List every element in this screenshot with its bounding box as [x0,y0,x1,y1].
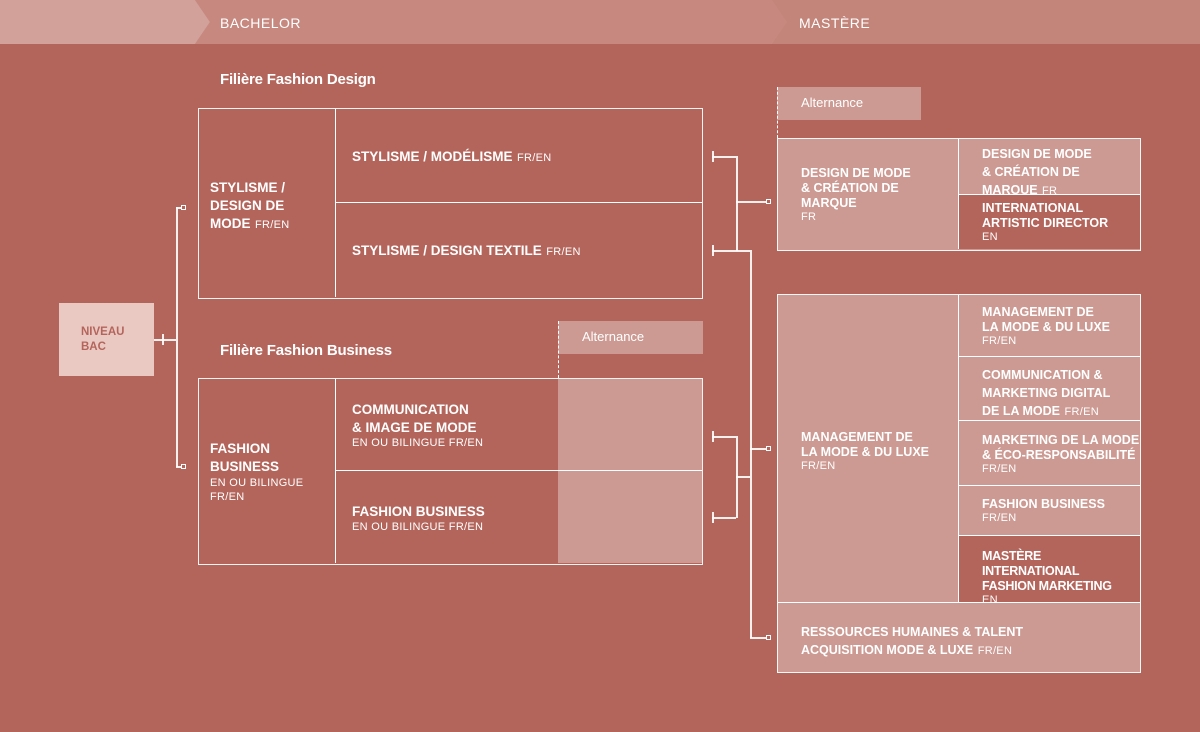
fashion-business-row-sub: EN OU BILINGUE FR/EN [352,521,484,533]
connector [712,151,714,162]
fashion-business-mastere-cell: FASHION BUSINESS FR/EN [959,486,1140,536]
connector-node [766,199,771,204]
niveau-bac-box: NIVEAU BAC [59,303,154,376]
management-mode-luxe-label: MANAGEMENT DE LA MODE & DU LUXE [982,305,1111,334]
fashion-business-main-cell: FASHION BUSINESS EN OU BILINGUE FR/EN [199,379,336,563]
design-creation-marque-label: DESIGN DE MODE & CRÉATION DE MARQUE [982,147,1092,197]
connector [712,436,736,438]
marketing-eco-responsabilite-label: MARKETING DE LA MODE & ÉCO-RESPONSABILIT… [982,433,1140,462]
connector [712,245,714,256]
connector [154,339,176,341]
management-mode-luxe-cell: MANAGEMENT DE LA MODE & DU LUXE FR/EN [959,295,1140,357]
niveau-bac-label: NIVEAU BAC [81,326,125,353]
communication-marketing-digital-label: COMMUNICATION & MARKETING DIGITAL DE LA … [982,368,1111,418]
connector [176,207,178,467]
connector [712,431,714,442]
connector [176,466,184,468]
alternance-mastere-tag: Alternance [777,87,921,120]
connector [712,156,736,158]
mastere-design-box: DESIGN DE MODE & CRÉATION DE MARQUE FR D… [777,138,1141,251]
international-artistic-director-label: INTERNATIONAL ARTISTIC DIRECTOR [982,201,1109,230]
connector [736,156,738,251]
alternance-bachelor-label: Alternance [582,329,645,344]
communication-image-label: COMMUNICATION & IMAGE DE MODE [352,402,477,435]
stylisme-design-textile-label: STYLISME / DESIGN TEXTILE [352,243,542,258]
international-artistic-director-lang: EN [982,231,998,243]
communication-marketing-digital-cell: COMMUNICATION & MARKETING DIGITAL DE LA … [959,357,1140,421]
connector [712,517,736,519]
mastere-design-main-lang: FR [801,211,817,223]
connector [750,637,768,639]
communication-marketing-digital-lang: FR/EN [1064,406,1099,418]
marketing-eco-responsabilite-lang: FR/EN [982,463,1017,475]
connector [736,201,768,203]
stylisme-design-mode-label: STYLISME / DESIGN DE MODE [210,180,286,231]
stylisme-modelisme-label: STYLISME / MODÉLISME [352,149,513,164]
fashion-business-row-label: FASHION BUSINESS [352,504,485,519]
stylisme-design-textile-cell: STYLISME / DESIGN TEXTILE FR/EN [336,203,702,297]
stylisme-modelisme-lang: FR/EN [516,152,552,164]
fashion-design-title: Filière Fashion Design [220,71,376,88]
connector-node [766,446,771,451]
fashion-business-mastere-lang: FR/EN [982,512,1017,524]
ressources-humaines-lang: FR/EN [977,645,1013,657]
stylisme-design-mode-lang: FR/EN [254,219,290,231]
connector-node [766,635,771,640]
connector [750,250,752,638]
connector [162,334,164,345]
ressources-humaines-cell: RESSOURCES HUMAINES & TALENT ACQUISITION… [778,603,1140,671]
connector [712,250,736,252]
fashion-business-title: Filière Fashion Business [220,342,392,359]
mastere-international-marketing-lang: EN [982,594,998,606]
mastere-management-main-label: MANAGEMENT DE LA MODE & DU LUXE [801,430,930,459]
fashion-business-main-sub: EN OU BILINGUE FR/EN [210,477,304,503]
header-arrows [0,0,1200,44]
alternance-mastere-label: Alternance [801,95,864,110]
communication-image-sub: EN OU BILINGUE FR/EN [352,437,484,449]
management-mode-luxe-lang: FR/EN [982,335,1017,347]
ressources-humaines-label: RESSOURCES HUMAINES & TALENT ACQUISITION… [801,625,1024,657]
bachelor-label: BACHELOR [220,15,302,31]
alternance-dash [777,87,778,138]
communication-image-cell: COMMUNICATION & IMAGE DE MODE EN OU BILI… [336,379,702,471]
stylisme-design-mode-cell: STYLISME / DESIGN DE MODE FR/EN [199,109,336,297]
mastere-label: MASTÈRE [799,15,871,31]
stylisme-design-textile-lang: FR/EN [546,246,581,258]
fashion-design-box: STYLISME / DESIGN DE MODE FR/EN STYLISME… [198,108,703,299]
connector [736,476,750,478]
fashion-business-mastere-label: FASHION BUSINESS [982,497,1105,511]
mastere-design-main-label: DESIGN DE MODE & CRÉATION DE MARQUE [801,166,911,210]
international-artistic-director-cell: INTERNATIONAL ARTISTIC DIRECTOR EN [959,195,1140,249]
alternance-fill [558,379,702,563]
mastere-design-main-cell: DESIGN DE MODE & CRÉATION DE MARQUE FR [778,139,959,249]
connector [736,250,750,252]
connector-node [181,205,186,210]
alternance-dash [558,321,559,378]
mastere-management-main-cell: MANAGEMENT DE LA MODE & DU LUXE FR/EN [778,295,959,603]
connector-node [181,464,186,469]
connector [750,448,768,450]
mastere-management-main-lang: FR/EN [801,460,836,472]
design-creation-marque-cell: DESIGN DE MODE & CRÉATION DE MARQUE FR [959,139,1140,197]
fashion-business-box: FASHION BUSINESS EN OU BILINGUE FR/EN CO… [198,378,703,565]
design-creation-marque-lang: FR [1042,185,1058,197]
alternance-bachelor-tag: Alternance [558,321,703,354]
header-band: BACHELOR MASTÈRE [0,0,1200,44]
stylisme-modelisme-cell: STYLISME / MODÉLISME FR/EN [336,109,702,203]
connector [176,207,184,209]
mastere-international-marketing-label: MASTÈRE INTERNATIONAL FASHION MARKETING [982,549,1112,593]
mastere-management-box: MANAGEMENT DE LA MODE & DU LUXE FR/EN MA… [777,294,1141,673]
fashion-business-main-label: FASHION BUSINESS [210,441,280,474]
marketing-eco-responsabilite-cell: MARKETING DE LA MODE & ÉCO-RESPONSABILIT… [959,421,1140,486]
fashion-business-row-cell: FASHION BUSINESS EN OU BILINGUE FR/EN [336,471,702,563]
connector [712,512,714,523]
mastere-international-marketing-cell: MASTÈRE INTERNATIONAL FASHION MARKETING … [959,536,1140,606]
